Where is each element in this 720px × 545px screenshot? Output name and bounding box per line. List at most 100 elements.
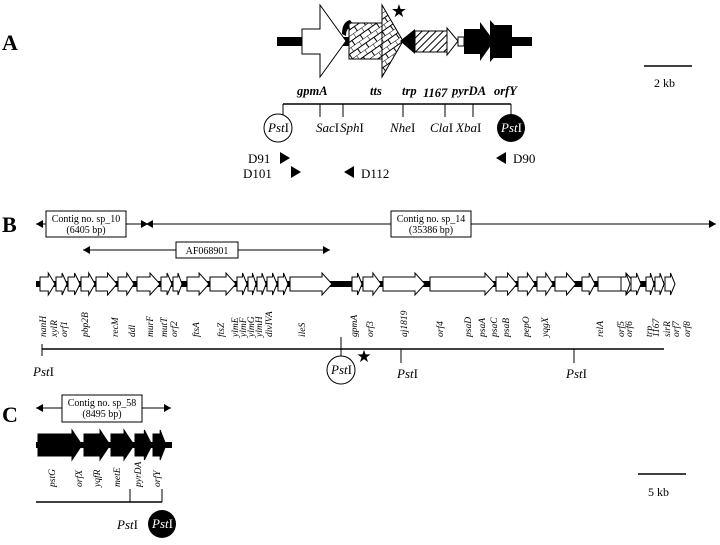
- gene-label-23: psaC: [490, 317, 500, 338]
- panel-a-primers: D91 D101 D112 D90: [243, 151, 535, 181]
- gene-arrow-18: [351, 272, 363, 296]
- gene-label-19: aj1819: [400, 310, 410, 337]
- panel-a-gene-labels: gpmA tts trp 1167 pyrDA orfY: [296, 84, 518, 100]
- accession-box: [175, 241, 239, 259]
- gene-arrow-22: [495, 271, 518, 297]
- gene-label-21: psaD: [464, 317, 474, 338]
- primer-d101: D101: [243, 166, 272, 181]
- accession-label: AF068901: [186, 246, 229, 257]
- gene-arrow-26: [581, 272, 596, 296]
- trp-arrow: [400, 29, 415, 54]
- gene-label-25: pepO: [522, 316, 532, 338]
- gene-label-30: trp: [645, 326, 655, 337]
- gene-arrow-14: [256, 272, 267, 296]
- cla-label: Cla: [430, 120, 449, 135]
- gene-label-12: ylmF: [239, 317, 249, 338]
- pst-label-b3-i: I: [414, 366, 418, 381]
- gene-arrow-9: [172, 272, 183, 296]
- gene-arrow-19: [362, 271, 382, 297]
- pst-site-filled-c: [148, 510, 176, 538]
- svg-text:ClaI: ClaI: [430, 120, 453, 135]
- scale-label-c: 5 kb: [648, 485, 669, 499]
- tts-box: [348, 22, 383, 60]
- gene-label-31: 1167: [652, 317, 662, 337]
- gene-arrow-12: [236, 272, 248, 296]
- gene-label-24: psaB: [502, 318, 512, 338]
- gene-label-13: ylmG: [247, 316, 257, 338]
- gene-arrow-3: [67, 272, 81, 296]
- gene-label-17: gpmA: [350, 315, 360, 337]
- xba-label: Xba: [455, 120, 477, 135]
- primer-d112-arrow: [344, 166, 354, 178]
- contig-sp58-name: Contig no. sp_58: [68, 398, 137, 409]
- xba-label-i: I: [477, 120, 481, 135]
- pst-site-filled: [497, 114, 525, 142]
- contig-sp14-arrow-right: [709, 220, 716, 228]
- primer-d91-arrow: [280, 152, 290, 164]
- flank-right: [510, 37, 532, 46]
- gene-arrow-8: [160, 272, 173, 296]
- gene-label-8: orf2: [169, 321, 180, 337]
- panel-b-restriction-map: PstI PstI ★ PstI PstI: [32, 337, 664, 385]
- pst-label-a2-i: I: [518, 120, 522, 135]
- gene-arrow-c1: [37, 428, 83, 462]
- panel-label-c: C: [2, 402, 18, 427]
- nhe-label: Nhe: [389, 120, 411, 135]
- gene-label-32: sirR: [663, 321, 673, 337]
- gene-label-16: ileS: [298, 323, 308, 337]
- svg-text:PstI: PstI: [267, 120, 289, 135]
- gene-arrow-c2: [83, 428, 111, 462]
- svg-text:PstI: PstI: [500, 120, 522, 135]
- pst-label-b3: Pst: [396, 366, 414, 381]
- pst-label-c2: Pst: [151, 516, 169, 531]
- label-trp: trp: [402, 84, 417, 98]
- pst-label-b1-i: I: [50, 364, 54, 379]
- contig-sp58-arrow-left: [36, 404, 43, 412]
- svg-text:PstI: PstI: [565, 366, 587, 381]
- gene-arrow-10: [186, 271, 210, 297]
- svg-text:PstI: PstI: [396, 366, 418, 381]
- contig-sp14-size: (35386 bp): [409, 225, 453, 236]
- panel-a-restriction-map: PstI SacI SphI NheI ClaI XbaI PstI: [263, 103, 525, 143]
- gene-label-18: orf3: [365, 321, 376, 337]
- cla-label-i: I: [449, 120, 453, 135]
- gene-label-9: ftsA: [191, 322, 202, 337]
- gene-arrow-24: [536, 271, 554, 297]
- contig-sp10-size: (6405 bp): [66, 225, 105, 236]
- gene-label-34: orf8: [682, 321, 693, 337]
- backbone-b: [36, 281, 664, 287]
- pst-label-b2: Pst: [330, 362, 348, 377]
- star-icon: ★: [391, 1, 407, 22]
- gene-arrow-11: [209, 271, 237, 297]
- contig-sp58-box: [61, 394, 143, 423]
- svg-text:PstI: PstI: [330, 362, 352, 377]
- gene-arrow-21: [429, 271, 496, 297]
- panel-label-a: A: [2, 30, 18, 55]
- pst-label-a1-i: I: [285, 120, 289, 135]
- gene-arrow-c3: [110, 428, 135, 462]
- panel-c-contig: Contig no. sp_58 (8495 bp): [36, 394, 171, 423]
- gene-label-c-3: metE: [113, 467, 123, 487]
- trp-box: [414, 30, 448, 53]
- gene-label-27: relA: [596, 321, 606, 337]
- primer-d90: D90: [513, 151, 535, 166]
- spacer: [457, 36, 465, 47]
- gene-label-c-5: orfY: [152, 469, 163, 487]
- gene-label-0: nanH: [39, 315, 49, 337]
- gene-label-10: ftsZ: [216, 322, 227, 337]
- label-pyrDA: pyrDA: [451, 84, 486, 98]
- contig-sp58-size: (8495 bp): [82, 409, 121, 420]
- pst-site-open-b: [326, 355, 356, 385]
- pst-label-c1: Pst: [116, 517, 134, 532]
- svg-text:SphI: SphI: [340, 120, 364, 135]
- primer-d112: D112: [361, 166, 389, 181]
- contig-sp58-arrow-right: [164, 404, 171, 412]
- pst-label-b1: Pst: [32, 364, 50, 379]
- svg-text:PstI: PstI: [32, 364, 54, 379]
- tts-arrow-head: [381, 3, 404, 79]
- gene-arrow-23: [517, 271, 536, 297]
- gene-arrow-17: [289, 271, 333, 297]
- gene-arrow-30: [645, 272, 655, 296]
